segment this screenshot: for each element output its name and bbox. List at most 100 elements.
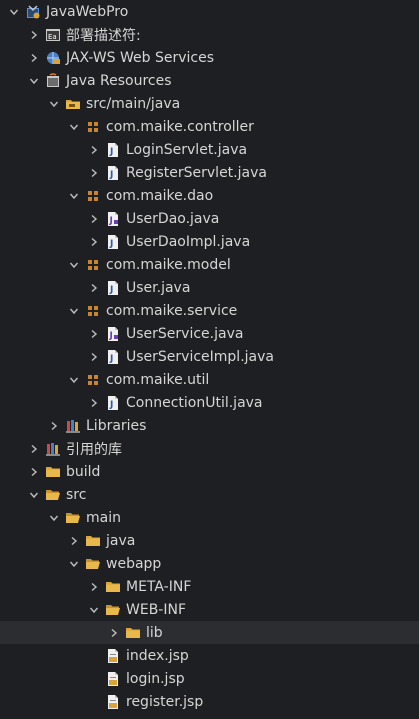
project-icon: [25, 4, 41, 20]
tree-item-label: register.jsp: [126, 693, 204, 710]
folder-open-icon: [105, 602, 121, 618]
tree-item-label: RegisterServlet.java: [126, 164, 267, 181]
tree-item-folder-webapp[interactable]: webapp: [0, 552, 419, 575]
chevron-right-icon[interactable]: [88, 144, 100, 156]
chevron-down-icon[interactable]: [68, 305, 80, 317]
folder-open-icon: [65, 510, 81, 526]
chevron-right-icon[interactable]: [88, 397, 100, 409]
jsp-file-icon: [105, 671, 121, 687]
folder-open-icon: [45, 487, 61, 503]
chevron-down-icon[interactable]: [48, 98, 60, 110]
tree-item-label: Java Resources: [66, 72, 172, 89]
tree-item-file-index-jsp[interactable]: index.jsp: [0, 644, 419, 667]
chevron-right-icon[interactable]: [28, 52, 40, 64]
chevron-right-icon[interactable]: [88, 167, 100, 179]
svg-text:J: J: [109, 285, 113, 295]
tree-item-file-login-jsp[interactable]: login.jsp: [0, 667, 419, 690]
svg-text:J: J: [109, 170, 113, 180]
tree-item-pkg-model[interactable]: com.maike.model: [0, 253, 419, 276]
tree-item-src-main-java[interactable]: src/main/java: [0, 92, 419, 115]
chevron-right-icon[interactable]: [48, 420, 60, 432]
tree-item-label: webapp: [106, 555, 162, 572]
tree-item-label: ConnectionUtil.java: [126, 394, 263, 411]
java-file-icon: J: [105, 142, 121, 158]
tree-item-label: build: [66, 463, 101, 480]
chevron-right-icon[interactable]: [88, 213, 100, 225]
chevron-down-icon[interactable]: [68, 374, 80, 386]
chevron-right-icon[interactable]: [28, 466, 40, 478]
svg-text:J: J: [109, 216, 113, 226]
tree-item-label: com.maike.controller: [106, 118, 254, 135]
chevron-right-icon[interactable]: [108, 627, 120, 639]
tree-item-folder-java[interactable]: java: [0, 529, 419, 552]
chevron-right-icon[interactable]: [88, 328, 100, 340]
chevron-right-icon[interactable]: [68, 535, 80, 547]
tree-item-pkg-service[interactable]: com.maike.service: [0, 299, 419, 322]
chevron-right-icon[interactable]: [88, 282, 100, 294]
tree-item-label: 部署描述符:: [66, 27, 141, 44]
chevron-down-icon[interactable]: [88, 604, 100, 616]
tree-item-file-registerservlet[interactable]: J RegisterServlet.java: [0, 161, 419, 184]
chevron-right-icon[interactable]: [28, 29, 40, 41]
tree-item-folder-web-inf[interactable]: WEB-INF: [0, 598, 419, 621]
tree-item-file-register-jsp[interactable]: register.jsp: [0, 690, 419, 713]
tree-item-referenced-libraries[interactable]: 引用的库: [0, 437, 419, 460]
folder-icon: [45, 464, 61, 480]
tree-item-label: META-INF: [126, 578, 192, 595]
tree-item-libraries[interactable]: Libraries: [0, 414, 419, 437]
tree-item-folder-meta-inf[interactable]: META-INF: [0, 575, 419, 598]
svg-text:Ea: Ea: [48, 33, 57, 41]
tree-item-project-javawebpro[interactable]: JavaWebPro: [0, 0, 419, 23]
chevron-down-icon[interactable]: [68, 558, 80, 570]
tree-item-pkg-dao[interactable]: com.maike.dao: [0, 184, 419, 207]
chevron-right-icon[interactable]: [88, 351, 100, 363]
tree-item-folder-main[interactable]: main: [0, 506, 419, 529]
tree-item-partial-row[interactable]: [0, 713, 419, 719]
folder-open-icon: [85, 556, 101, 572]
tree-item-label: JavaWebPro: [46, 3, 129, 20]
java-interface-file-icon: J: [105, 326, 121, 342]
chevron-right-icon[interactable]: [88, 236, 100, 248]
tree-item-folder-build[interactable]: build: [0, 460, 419, 483]
tree-item-folder-src[interactable]: src: [0, 483, 419, 506]
tree-item-pkg-controller[interactable]: com.maike.controller: [0, 115, 419, 138]
tree-item-pkg-util[interactable]: com.maike.util: [0, 368, 419, 391]
tree-item-label: com.maike.service: [106, 302, 238, 319]
tree-item-label: UserDaoImpl.java: [126, 233, 251, 250]
tree-item-label: UserServiceImpl.java: [126, 348, 274, 365]
java-file-icon: J: [105, 280, 121, 296]
tree-item-folder-lib[interactable]: lib: [0, 621, 419, 644]
tree-item-label: JAX-WS Web Services: [66, 49, 215, 66]
chevron-down-icon[interactable]: [68, 259, 80, 271]
source-folder-icon: [65, 96, 81, 112]
chevron-right-icon[interactable]: [88, 581, 100, 593]
tree-item-label: WEB-INF: [126, 601, 186, 618]
tree-item-java-resources[interactable]: Java Resources: [0, 69, 419, 92]
jsp-file-icon: [105, 694, 121, 710]
package-icon: [85, 119, 101, 135]
svg-text:J: J: [109, 147, 113, 157]
tree-item-label: 引用的库: [66, 441, 122, 458]
chevron-down-icon[interactable]: [68, 190, 80, 202]
java-resources-icon: [45, 72, 61, 89]
tree-item-label: com.maike.util: [106, 371, 210, 388]
chevron-placeholder: [88, 696, 100, 708]
tree-item-label: com.maike.dao: [106, 187, 214, 204]
chevron-down-icon[interactable]: [8, 6, 20, 18]
tree-item-jax-ws-web-services[interactable]: JAX-WS Web Services: [0, 46, 419, 69]
chevron-down-icon[interactable]: [28, 489, 40, 501]
chevron-down-icon[interactable]: [68, 121, 80, 133]
chevron-right-icon[interactable]: [28, 443, 40, 455]
chevron-down-icon[interactable]: [48, 512, 60, 524]
tree-item-deployment-descriptor[interactable]: Ea 部署描述符:: [0, 23, 419, 46]
chevron-down-icon[interactable]: [28, 75, 40, 87]
tree-item-label: lib: [146, 624, 163, 641]
